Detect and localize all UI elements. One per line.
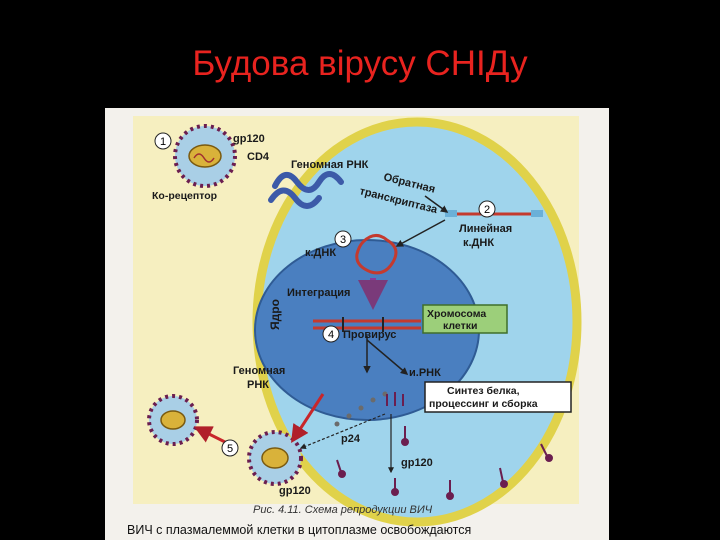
- label-provirus: Провирус: [343, 329, 396, 341]
- label-chromosome-2: клетки: [443, 320, 477, 332]
- mrna-strands: [386, 392, 404, 406]
- step-1: 1: [160, 136, 166, 148]
- chromosome-box: [422, 304, 508, 334]
- label-nucleus: Ядро: [268, 299, 282, 330]
- arrow-cdna-to-nucleus: [395, 219, 446, 247]
- step-3: 3: [340, 234, 346, 246]
- label-integration: Интеграция: [287, 287, 350, 299]
- step-4: 4: [328, 329, 334, 341]
- label-mrna: и.РНК: [409, 367, 441, 379]
- label-genomic-rna: Геномная РНК: [291, 159, 369, 171]
- arrow-to-mrna: [366, 339, 409, 375]
- label-gp120-top: gp120: [233, 133, 265, 145]
- synthesis-box: [424, 381, 572, 413]
- label-synthesis-2: процессинг и сборка: [429, 398, 538, 410]
- step-markers: 1 2 3 4 5: [154, 132, 496, 457]
- label-p24: p24: [341, 433, 361, 445]
- step-5: 5: [227, 443, 233, 455]
- circular-cdna: [355, 234, 398, 275]
- label-chromosome-1: Хромосома: [427, 308, 486, 320]
- gp120-marker: [401, 426, 409, 446]
- arrow-to-budding: [291, 393, 325, 444]
- membrane-receptors: [336, 443, 553, 500]
- virion-released: [147, 394, 199, 446]
- label-linear-dna-1: Линейная: [459, 223, 512, 235]
- label-linear-dna-2: к.ДНК: [463, 237, 494, 249]
- arrow-rt-to-cdna: [424, 195, 449, 213]
- label-synthesis-1: Синтез белка,: [447, 385, 520, 397]
- genomic-rna-strand-2: [268, 187, 322, 209]
- hiv-replication-diagram: 1 2 3 4 5 gp120 CD4 Ко-рецептор Геномная…: [105, 108, 609, 540]
- label-gp120-mid: gp120: [401, 457, 433, 469]
- slide-title: Будова вірусу СНІДу: [192, 44, 528, 83]
- virion-attaching: [173, 124, 237, 188]
- linear-cdna: [445, 210, 543, 217]
- label-cdna: к.ДНК: [305, 247, 336, 259]
- label-gp120-bottom: gp120: [279, 485, 311, 497]
- label-genomic-rna2-1: Геномная: [233, 365, 285, 377]
- arrow-p24: [299, 413, 386, 449]
- step-2: 2: [484, 204, 490, 216]
- label-coreceptor: Ко-рецептор: [152, 190, 217, 202]
- page-bottom-text: ВИЧ с плазмалеммой клетки в цитоплазме о…: [127, 523, 471, 537]
- genomic-rna-strand: [272, 171, 344, 193]
- virion-budding: [247, 430, 303, 486]
- figure-caption: Рис. 4.11. Схема репродукции ВИЧ: [253, 504, 433, 516]
- label-genomic-rna2-2: РНК: [247, 379, 269, 391]
- label-cd4: CD4: [247, 151, 270, 163]
